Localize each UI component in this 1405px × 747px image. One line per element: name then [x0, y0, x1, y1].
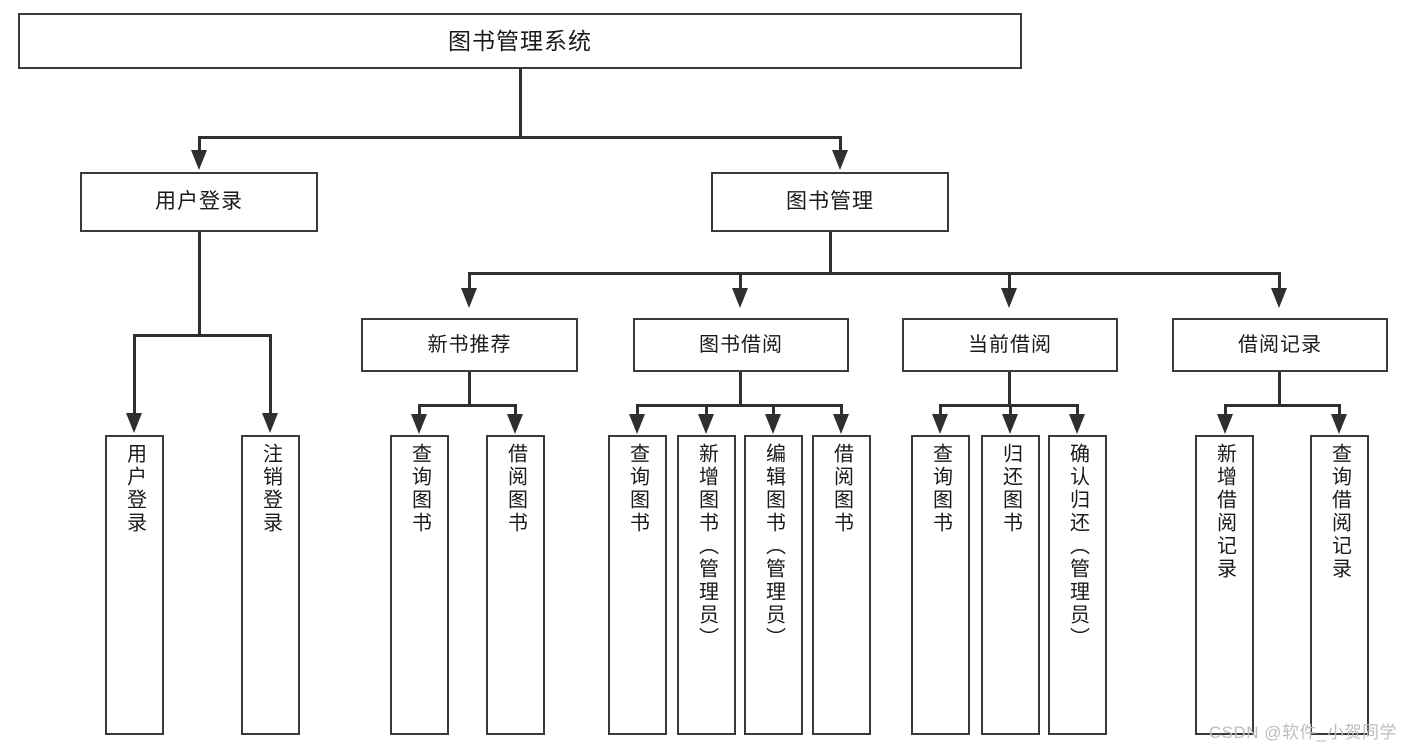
connector-user-login-stem: [198, 232, 201, 336]
node-label: 新增借阅记录: [1213, 443, 1236, 581]
arrowhead-icon-user-login-leaf-2: [262, 413, 278, 433]
arrowhead-icon-bb-leaf-4: [833, 414, 849, 434]
leaf-user-login-login[interactable]: 用户登录: [105, 435, 164, 735]
node-new-book-recommend[interactable]: 新书推荐: [361, 318, 578, 372]
node-borrow-record[interactable]: 借阅记录: [1172, 318, 1388, 372]
leaf-current-borrow-query-book[interactable]: 查询图书: [911, 435, 970, 735]
leaf-new-book-query-book[interactable]: 查询图书: [390, 435, 449, 735]
connector-current-borrow-stem: [1008, 372, 1011, 406]
connector-bm-to-book-borrow: [739, 272, 742, 292]
node-user-login[interactable]: 用户登录: [80, 172, 318, 232]
leaf-user-login-logout[interactable]: 注销登录: [241, 435, 300, 735]
node-label: 新书推荐: [427, 333, 512, 356]
arrowhead-icon-bb-leaf-2: [698, 414, 714, 434]
node-label: 查询图书: [626, 443, 649, 535]
node-label: 图书管理: [786, 189, 874, 213]
node-label: 查询借阅记录: [1328, 443, 1351, 581]
leaf-borrow-record-query-record[interactable]: 查询借阅记录: [1310, 435, 1369, 735]
connector-user-login-to-leaf-1: [133, 334, 136, 418]
leaf-book-borrow-query-book[interactable]: 查询图书: [608, 435, 667, 735]
node-label: 归还图书: [999, 443, 1022, 535]
connector-bm-to-borrow-record: [1278, 272, 1281, 292]
arrowhead-icon-bb-leaf-1: [629, 414, 645, 434]
connector-root-stem: [519, 69, 522, 136]
connector-root-bus: [198, 136, 842, 139]
connector-cb-leaf-3: [1076, 404, 1079, 420]
connector-cb-leaf-1: [939, 404, 942, 420]
node-label: 图书借阅: [699, 333, 783, 356]
node-label: 用户登录: [155, 189, 243, 213]
arrowhead-icon-user-login-leaf-1: [126, 413, 142, 433]
node-label: 借阅记录: [1238, 333, 1322, 356]
arrowhead-icon-nb-leaf-1: [411, 414, 427, 434]
leaf-book-borrow-add-book-admin[interactable]: 新增图书（管理员）: [677, 435, 736, 735]
node-label: 新增图书（管理员）: [695, 443, 718, 650]
connector-new-book-bus: [418, 404, 517, 407]
connector-bm-to-current-borrow: [1008, 272, 1011, 292]
node-label: 当前借阅: [968, 333, 1052, 356]
connector-root-to-book-management: [839, 136, 842, 154]
connector-bb-leaf-2: [705, 404, 708, 420]
node-label: 借阅图书: [830, 443, 853, 535]
arrowhead-icon-root-to-user-login: [191, 150, 207, 170]
node-label: 注销登录: [259, 443, 282, 535]
arrowhead-icon-root-to-book-management: [832, 150, 848, 170]
arrowhead-icon-nb-leaf-2: [507, 414, 523, 434]
connector-root-to-user-login: [198, 136, 201, 154]
connector-book-management-bus: [468, 272, 1280, 275]
leaf-new-book-borrow-book[interactable]: 借阅图书: [486, 435, 545, 735]
connector-user-login-bus: [133, 334, 271, 337]
connector-br-leaf-1: [1224, 404, 1227, 420]
connector-borrow-record-bus: [1224, 404, 1341, 407]
arrowhead-icon-bm-current-borrow: [1001, 288, 1017, 308]
node-book-borrow[interactable]: 图书借阅: [633, 318, 849, 372]
arrowhead-icon-bm-book-borrow: [732, 288, 748, 308]
connector-nb-leaf-2: [514, 404, 517, 420]
connector-borrow-record-stem: [1278, 372, 1281, 406]
connector-book-borrow-bus: [636, 404, 842, 407]
leaf-book-borrow-borrow-book[interactable]: 借阅图书: [812, 435, 871, 735]
connector-book-borrow-stem: [739, 372, 742, 406]
node-current-borrow[interactable]: 当前借阅: [902, 318, 1118, 372]
connector-br-leaf-2: [1338, 404, 1341, 420]
arrowhead-icon-br-leaf-1: [1217, 414, 1233, 434]
arrowhead-icon-cb-leaf-1: [932, 414, 948, 434]
node-label: 图书管理系统: [448, 27, 592, 54]
arrowhead-icon-bm-borrow-record: [1271, 288, 1287, 308]
node-label: 编辑图书（管理员）: [762, 443, 785, 650]
arrowhead-icon-br-leaf-2: [1331, 414, 1347, 434]
node-label: 确认归还（管理员）: [1066, 443, 1089, 650]
leaf-borrow-record-add-record[interactable]: 新增借阅记录: [1195, 435, 1254, 735]
leaf-book-borrow-edit-book-admin[interactable]: 编辑图书（管理员）: [744, 435, 803, 735]
node-root-book-management-system[interactable]: 图书管理系统: [18, 13, 1022, 69]
node-label: 查询图书: [929, 443, 952, 535]
node-label: 借阅图书: [504, 443, 527, 535]
leaf-current-borrow-confirm-return-admin[interactable]: 确认归还（管理员）: [1048, 435, 1107, 735]
connector-cb-leaf-2: [1009, 404, 1012, 420]
leaf-current-borrow-return-book[interactable]: 归还图书: [981, 435, 1040, 735]
arrowhead-icon-bm-new-book: [461, 288, 477, 308]
node-label: 查询图书: [408, 443, 431, 535]
connector-nb-leaf-1: [418, 404, 421, 420]
connector-user-login-to-leaf-2: [269, 334, 272, 418]
node-book-management[interactable]: 图书管理: [711, 172, 949, 232]
node-label: 用户登录: [123, 443, 146, 535]
connector-bb-leaf-3: [772, 404, 775, 420]
connector-new-book-stem: [468, 372, 471, 406]
arrowhead-icon-bb-leaf-3: [765, 414, 781, 434]
connector-bm-to-new-book: [468, 272, 471, 292]
arrowhead-icon-cb-leaf-3: [1069, 414, 1085, 434]
arrowhead-icon-cb-leaf-2: [1002, 414, 1018, 434]
connector-bb-leaf-4: [840, 404, 843, 420]
connector-book-management-stem: [829, 232, 832, 274]
connector-bb-leaf-1: [636, 404, 639, 420]
